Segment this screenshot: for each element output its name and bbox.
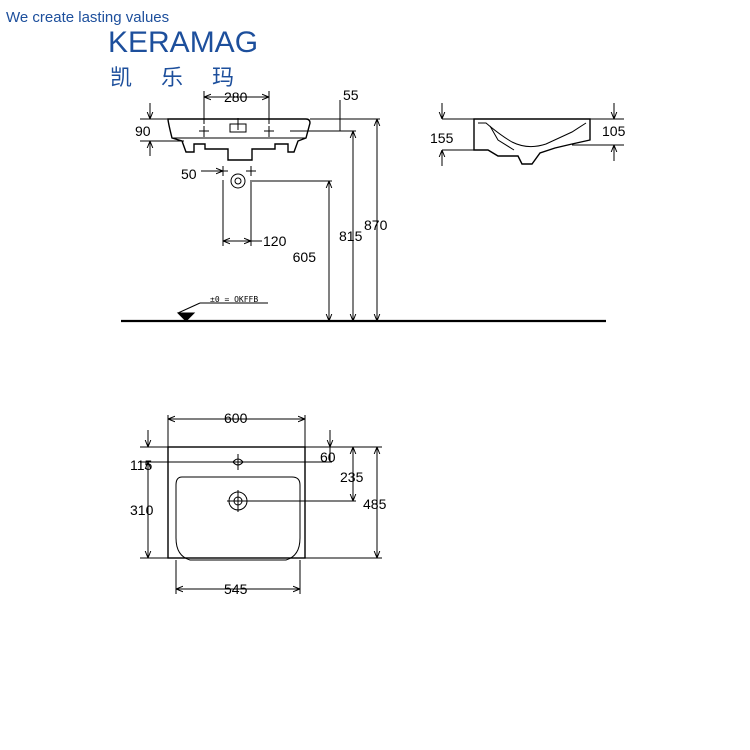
label-side-bowl-depth: 105 <box>602 123 626 139</box>
label-plan-width: 600 <box>224 410 248 426</box>
label-waste-spacing: 120 <box>263 233 287 249</box>
label-rim-thickness: 90 <box>135 123 151 139</box>
label-tap-to-waste: 235 <box>340 469 364 485</box>
label-side-total-height: 155 <box>430 130 454 146</box>
label-top-offset: 55 <box>343 87 359 103</box>
label-tap-spacing: 280 <box>224 89 248 105</box>
label-floor-note: ±0 = OKFFB <box>210 295 258 304</box>
basin-front-outline <box>167 118 311 161</box>
waste-plan <box>227 490 249 512</box>
label-waste-height: 815 <box>339 228 363 244</box>
tap-hole-plan <box>230 454 246 470</box>
label-tap-hole-offset: 115 <box>130 457 153 473</box>
brand-logo: KERAMAG <box>108 26 259 59</box>
side-view <box>442 103 624 166</box>
fixing-marks <box>218 166 256 189</box>
label-bowl-width: 545 <box>224 581 248 597</box>
label-fixing-height: 605 <box>293 249 317 265</box>
basin-side-outline <box>473 118 591 165</box>
label-plan-total-depth: 485 <box>363 496 387 512</box>
plan-view <box>140 415 382 594</box>
label-bowl-inset: 60 <box>320 449 336 465</box>
basin-plan-outline <box>167 446 306 559</box>
label-rim-height: 870 <box>364 217 388 233</box>
bowl-plan-outline <box>175 476 301 561</box>
brand-tagline: We create lasting values <box>6 9 170 26</box>
front-view <box>121 91 606 323</box>
label-bolt-offset: 50 <box>181 166 197 182</box>
floor-marker <box>176 312 196 322</box>
tap-hole-marks <box>199 118 274 137</box>
label-plan-bowl-depth: 310 <box>130 502 154 518</box>
brand-chinese-name: 凯乐玛 <box>110 66 264 91</box>
